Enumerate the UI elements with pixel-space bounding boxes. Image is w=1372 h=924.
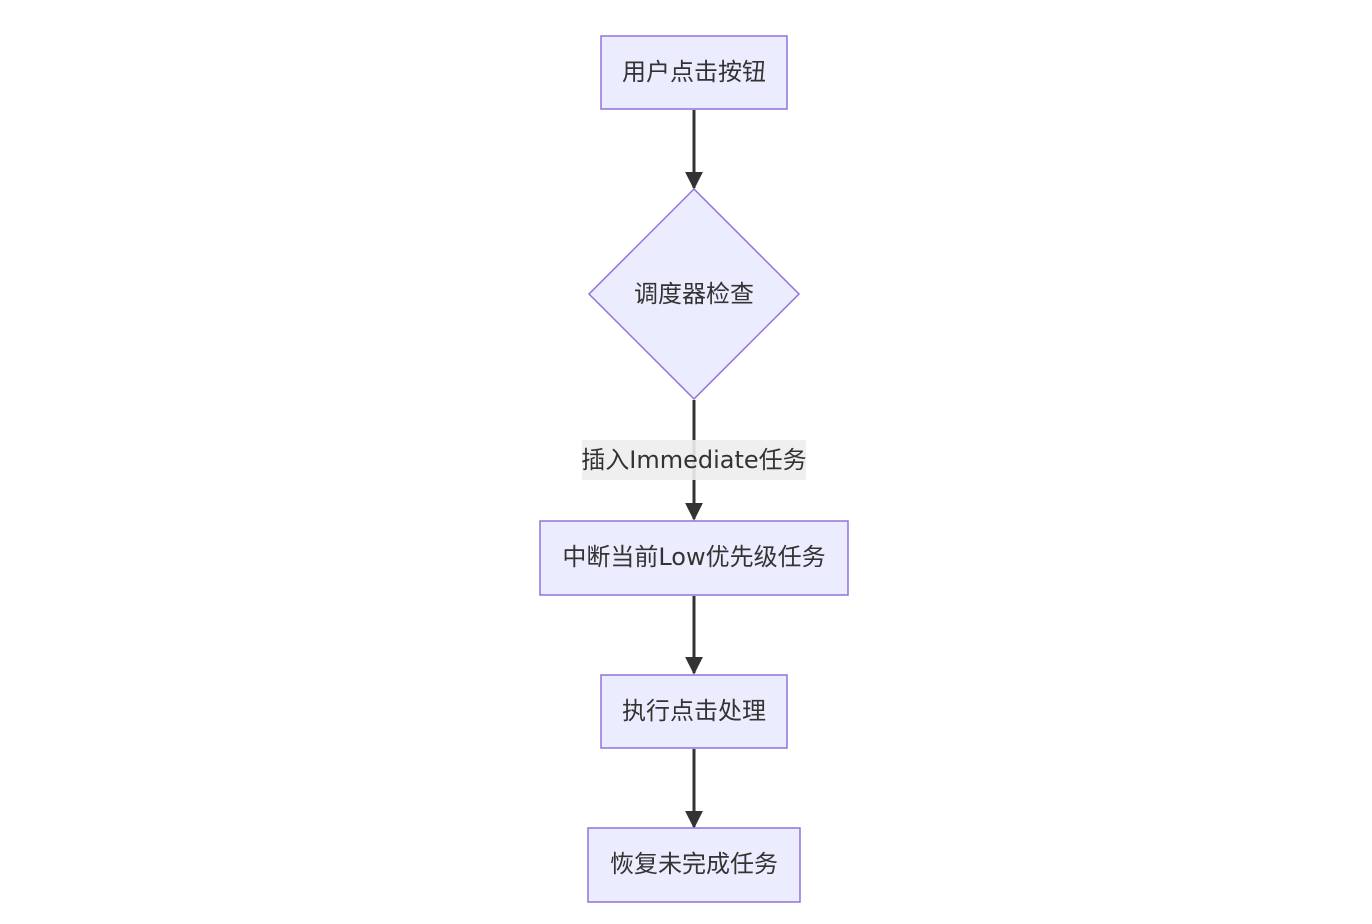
node-interrupt-low-task-label: 中断当前Low优先级任务 <box>562 543 825 571</box>
node-user-click: 用户点击按钮 <box>600 35 788 110</box>
edge-label-text: 插入Immediate任务 <box>581 446 806 474</box>
node-scheduler-check: 调度器检查 <box>587 187 801 401</box>
node-scheduler-check-label: 调度器检查 <box>634 280 754 308</box>
node-resume-tasks-label: 恢复未完成任务 <box>610 850 778 878</box>
node-user-click-label: 用户点击按钮 <box>622 58 766 86</box>
node-resume-tasks: 恢复未完成任务 <box>587 827 801 903</box>
edge-label-insert-immediate: 插入Immediate任务 <box>581 440 807 480</box>
node-interrupt-low-task: 中断当前Low优先级任务 <box>539 520 849 596</box>
node-execute-click-label: 执行点击处理 <box>622 697 766 725</box>
node-execute-click: 执行点击处理 <box>600 674 788 749</box>
